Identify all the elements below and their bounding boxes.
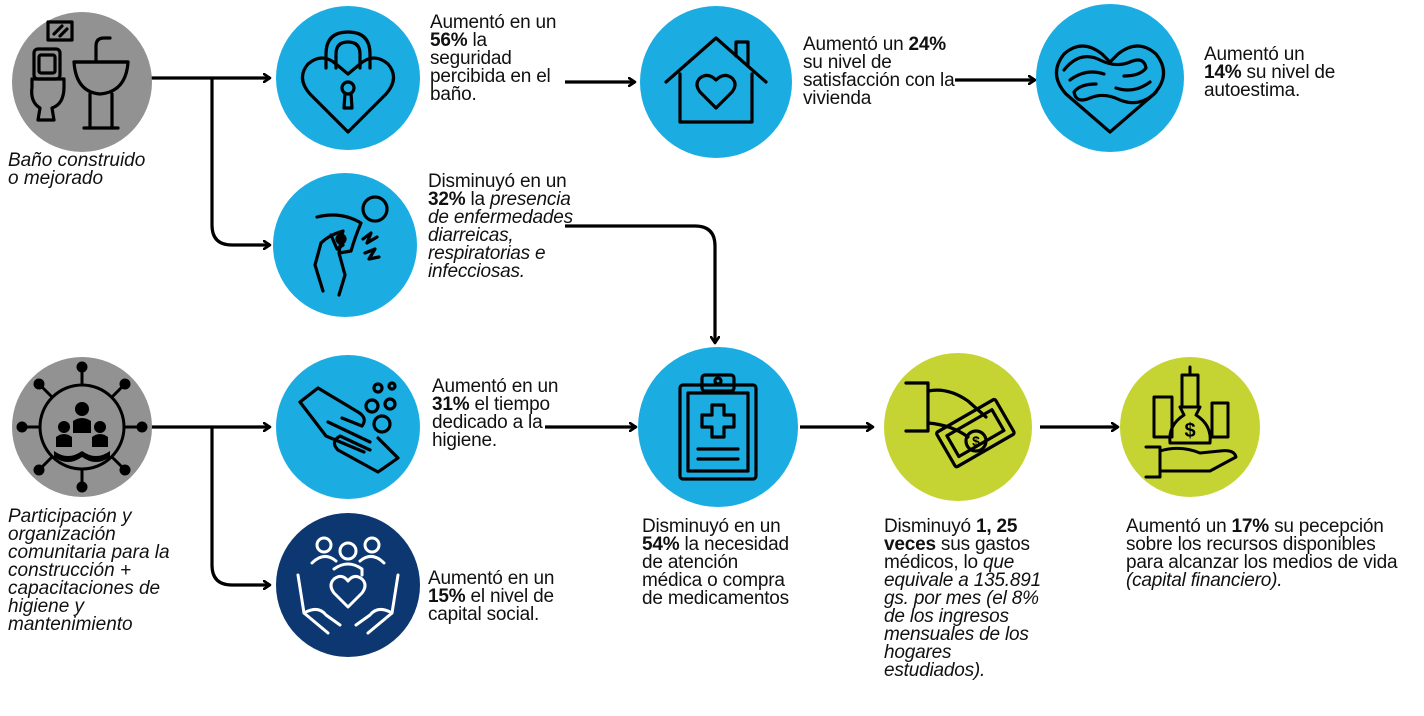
toilet-sink-icon — [30, 20, 130, 130]
connector-arrows — [150, 78, 1118, 585]
seguridad-value: 56% — [430, 30, 468, 51]
hand-money-icon: $ — [904, 381, 1016, 469]
gastos-circle — [884, 353, 1032, 501]
svg-text:$: $ — [1184, 420, 1195, 442]
autoestima-text: Aumentó un 14% su nivel de autoestima. — [1204, 44, 1336, 101]
enfermedades-circle — [273, 173, 417, 317]
arrow-bano-to-enfermedades — [210, 78, 270, 245]
capital-social-text: Aumentó en un 15% el nivel de capital so… — [428, 568, 555, 625]
higiene-text: Aumentó en un 31% el tiempo dedicado a l… — [432, 376, 559, 451]
enfermedades-detail: presencia de enfermedades diarreicas, re… — [428, 189, 573, 282]
arrow-enfermedades-to-medica — [565, 224, 715, 343]
participacion-label: Participación y organización comunitaria… — [8, 506, 170, 635]
enfermedades-text: Disminuyó en un 32% la presencia de enfe… — [428, 171, 573, 282]
financiero-value: 17% — [1231, 516, 1270, 537]
seguridad-circle — [276, 6, 420, 150]
svg-text:$: $ — [972, 433, 980, 449]
community-network-icon — [16, 361, 148, 493]
sick-person-icon — [313, 195, 389, 297]
capital-social-circle — [276, 513, 420, 657]
financiero-text: Aumentó un 17% su pecepción sobre los re… — [1126, 516, 1398, 591]
financiero-detail: (capital financiero). — [1126, 570, 1283, 591]
vivienda-value: 24% — [908, 34, 947, 55]
house-heart-icon — [664, 36, 768, 124]
higiene-value: 31% — [432, 394, 470, 415]
medical-clipboard-icon — [678, 373, 758, 481]
seguridad-text: Aumentó en un 56% la seguridad percibida… — [430, 12, 557, 105]
autoestima-circle — [1036, 4, 1184, 152]
gastos-text: Disminuyó 1, 25 veces sus gastos médicos… — [884, 516, 1041, 681]
medica-value: 54% — [642, 534, 680, 555]
gastos-value: 1, 25 veces — [884, 516, 1018, 555]
capital-social-value: 15% — [428, 586, 466, 607]
medica-text: Disminuyó en un 54% la necesidad de aten… — [642, 516, 789, 609]
hand-city-money-icon: $ — [1144, 365, 1238, 479]
bano-label: Baño construido o mejorado — [8, 150, 146, 189]
vivienda-circle — [640, 6, 792, 158]
heart-hug-icon — [1054, 44, 1166, 134]
vivienda-text: Aumentó un 24% su nivel de satisfacción … — [803, 34, 955, 109]
enfermedades-value: 32% — [428, 189, 466, 210]
medica-circle — [638, 347, 798, 507]
autoestima-value: 14% — [1204, 62, 1242, 83]
washing-hands-icon — [298, 381, 400, 474]
heart-padlock-icon — [300, 30, 396, 134]
bano-circle — [12, 12, 152, 152]
gastos-detail: que equivale a 135.891 gs. por mes (el 8… — [884, 552, 1041, 681]
higiene-circle — [276, 355, 420, 499]
hands-community-icon — [296, 536, 400, 635]
arrow-participacion-to-capital — [210, 427, 270, 585]
